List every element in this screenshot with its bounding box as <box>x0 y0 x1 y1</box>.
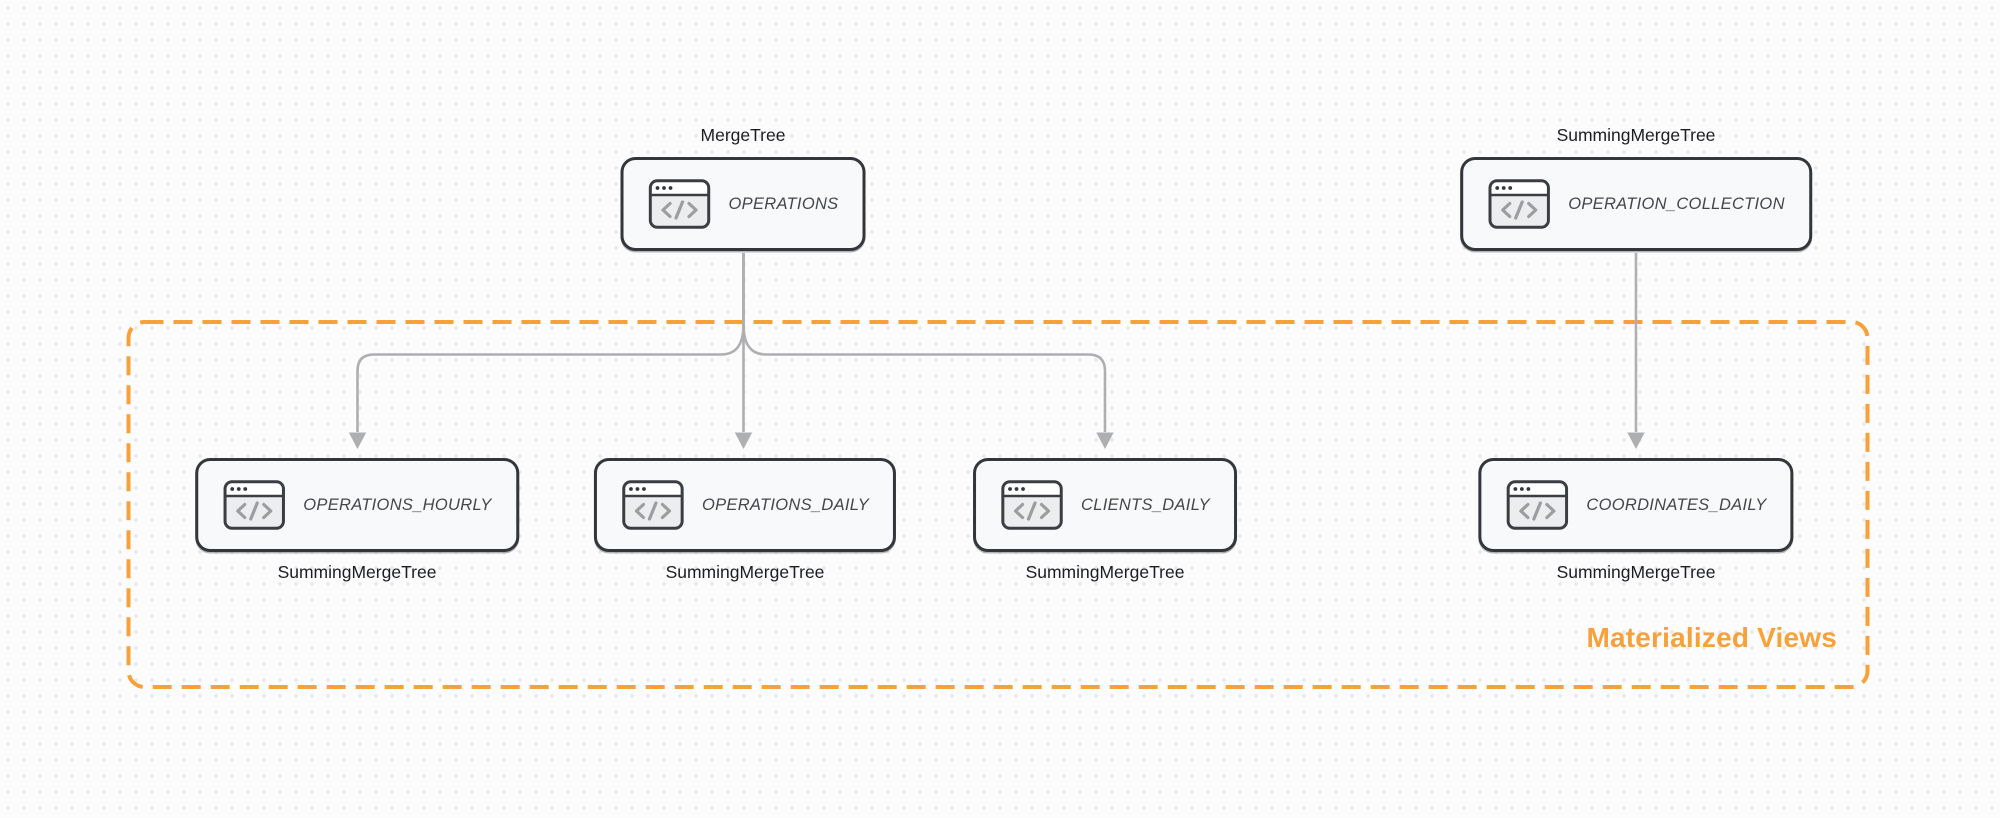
node-box: OPERATIONS <box>620 157 866 251</box>
code-window-icon <box>648 179 711 229</box>
engine-label: SummingMergeTree <box>1025 562 1185 582</box>
code-window-icon <box>1506 480 1569 530</box>
node-operations: MergeTree OPERATIONS <box>620 125 866 251</box>
node-label: OPERATIONS_HOURLY <box>303 495 492 514</box>
node-box: OPERATIONS_DAILY <box>593 458 897 552</box>
engine-label: SummingMergeTree <box>1556 125 1716 145</box>
node-operations-hourly: OPERATIONS_HOURLY SummingMergeTree <box>195 458 519 582</box>
code-window-icon <box>1001 480 1063 530</box>
node-operations-daily: OPERATIONS_DAILY SummingMergeTree <box>593 458 897 582</box>
code-window-icon <box>622 480 684 530</box>
node-box: OPERATIONS_HOURLY <box>195 458 519 552</box>
node-box: OPERATION_COLLECTION <box>1460 157 1812 251</box>
node-coordinates-daily: COORDINATES_DAILY SummingMergeTree <box>1478 458 1794 582</box>
engine-label: MergeTree <box>700 125 786 145</box>
node-box: COORDINATES_DAILY <box>1478 458 1794 552</box>
node-label: OPERATION_COLLECTION <box>1568 194 1785 213</box>
node-operation-collection: SummingMergeTree OPERATION_COLLECTION <box>1460 125 1812 251</box>
engine-label: SummingMergeTree <box>665 562 825 582</box>
node-label: OPERATIONS <box>728 194 839 213</box>
materialized-views-caption: Materialized Views <box>1586 622 1837 653</box>
engine-label: SummingMergeTree <box>1556 562 1716 582</box>
node-box: CLIENTS_DAILY <box>973 458 1237 552</box>
arrowhead-icon <box>1096 432 1114 449</box>
arrowhead-icon <box>1627 432 1645 449</box>
edge-operations-to-clients-daily <box>742 253 1107 432</box>
arrowhead-icon <box>734 432 753 449</box>
engine-label: SummingMergeTree <box>277 562 437 582</box>
node-clients-daily: CLIENTS_DAILY SummingMergeTree <box>973 458 1237 582</box>
arrowhead-icon <box>348 432 367 449</box>
code-window-icon <box>223 480 285 530</box>
materialized-views-group-border <box>126 320 1870 689</box>
node-label: COORDINATES_DAILY <box>1586 495 1767 514</box>
code-window-icon <box>1488 179 1550 229</box>
node-label: OPERATIONS_DAILY <box>701 495 870 514</box>
node-label: CLIENTS_DAILY <box>1081 495 1210 514</box>
